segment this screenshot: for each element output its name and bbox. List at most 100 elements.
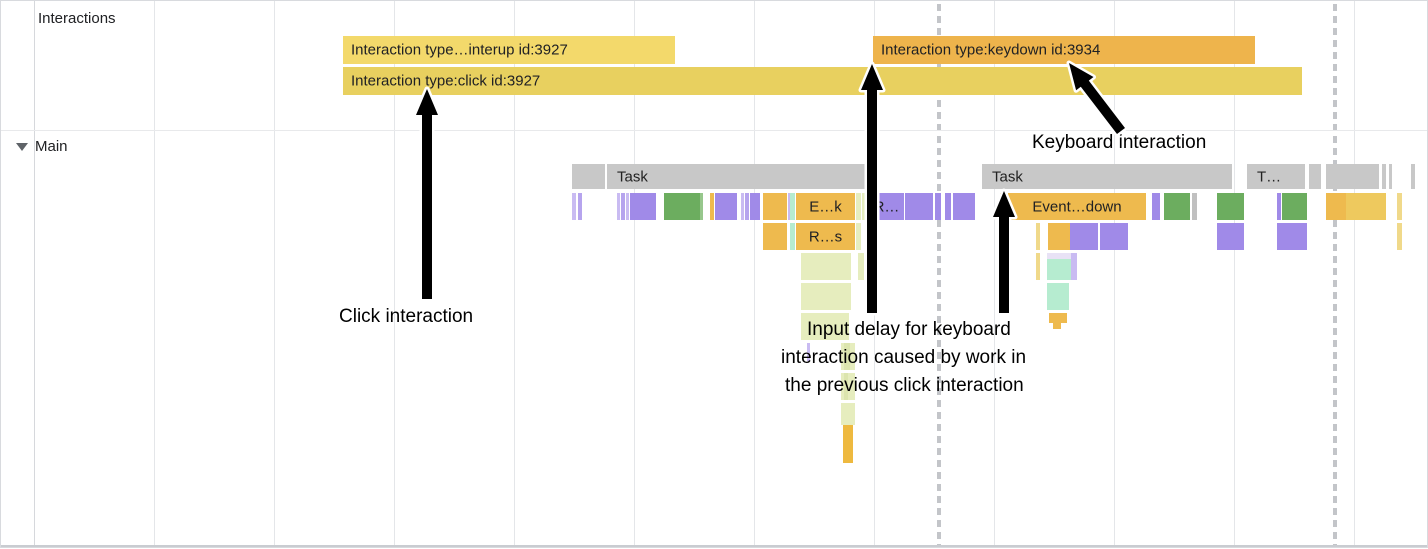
timeline-marker-dashed-line [1333,1,1337,547]
flame-chart-block[interactable] [750,193,760,220]
input-delay-annotation-line3: the previous click interaction [785,375,1024,396]
flame-chart-block[interactable] [572,193,576,220]
flame-chart-block[interactable] [1326,193,1346,220]
flame-chart-block[interactable] [1152,193,1160,220]
flame-chart-block[interactable] [807,343,810,361]
event-block-label: E…k [809,198,842,215]
flame-chart-block[interactable] [710,193,714,220]
flame-chart-block[interactable] [844,373,848,400]
flame-chart-block[interactable] [621,193,625,220]
interaction-bar-label: Interaction type…interup id:3927 [351,41,568,59]
flame-chart-block[interactable] [1053,313,1061,329]
event-block-label: R… [873,198,900,215]
task-bar[interactable] [1389,164,1392,189]
flame-chart-block[interactable] [1397,193,1402,220]
task-bar[interactable]: T… [1247,164,1305,189]
flame-chart-block[interactable] [715,193,737,220]
flame-chart-block[interactable] [1397,223,1402,250]
flame-chart-block[interactable] [763,223,787,250]
flame-chart-block[interactable] [935,193,941,220]
input-delay-annotation-line1: Input delay for keyboard [807,319,1011,340]
flame-chart-block[interactable] [1036,223,1040,250]
flame-chart-block[interactable] [745,193,749,220]
interaction-bar-keydown[interactable]: Interaction type:keydown id:3934 [873,36,1255,64]
task-bar[interactable] [1382,164,1386,189]
flame-chart-block[interactable] [578,193,582,220]
task-bar[interactable] [572,164,605,189]
keyboard-interaction-annotation: Keyboard interaction [1032,132,1207,153]
task-bar[interactable]: Task [982,164,1232,189]
flame-chart-block[interactable] [801,313,849,340]
gridline [1114,1,1115,547]
event-block[interactable]: Event…down [1008,193,1146,220]
flame-chart-block[interactable] [945,193,951,220]
task-bar-label: T… [1257,168,1282,185]
flame-chart-block[interactable] [1071,253,1077,280]
flame-chart-block[interactable] [617,193,620,220]
interaction-bar-pointerup[interactable]: Interaction type…interup id:3927 [343,36,675,64]
flame-chart-block[interactable] [1217,223,1244,250]
flame-chart-block[interactable] [790,193,795,220]
timeline-marker-dashed-line [937,1,941,547]
flame-chart-block[interactable] [630,193,656,220]
track-header-interactions[interactable]: Interactions [38,10,116,27]
flame-chart-block[interactable] [1070,223,1098,250]
interaction-bar-click[interactable]: Interaction type:click id:3927 [343,67,1302,95]
flame-chart-block[interactable] [1048,223,1070,250]
flame-chart-block[interactable] [1192,193,1197,220]
flame-chart-block[interactable] [1217,193,1244,220]
triangle-down-icon[interactable] [16,143,28,151]
gridline [274,1,275,547]
flame-chart-block[interactable] [858,253,864,280]
flame-chart-block[interactable] [905,193,933,220]
task-bar[interactable] [1411,164,1415,189]
track-divider [1,130,1427,131]
track-header-main[interactable]: Main [35,138,68,155]
flame-chart-block[interactable] [1100,223,1128,250]
flame-chart-block[interactable] [664,193,700,220]
event-block-label: Event…down [1032,198,1122,215]
input-delay-annotation-line2: interaction caused by work in [781,347,1027,368]
flame-chart-block[interactable] [790,223,795,250]
flame-chart-block[interactable] [1282,193,1307,220]
gridline [634,1,635,547]
event-block[interactable]: R… [869,193,904,220]
click-interaction-annotation: Click interaction [339,306,474,327]
flame-chart-block[interactable] [801,253,851,280]
task-bar[interactable]: Task [607,164,877,189]
event-block[interactable]: R…s [796,223,855,250]
flame-chart-block[interactable] [1000,193,1006,220]
flame-chart-block[interactable] [801,283,851,310]
flame-chart-block[interactable] [1277,223,1307,250]
task-bar-label: Task [992,168,1023,185]
flame-chart-block[interactable] [1000,223,1006,250]
panel-bottom-border [1,545,1427,547]
flame-chart-block[interactable] [856,223,861,250]
flame-chart-block[interactable] [626,193,629,220]
gridline [514,1,515,547]
gridline [1234,1,1235,547]
flame-chart-block[interactable] [843,425,853,463]
flame-chart-block[interactable] [1036,253,1040,280]
flame-chart-block[interactable] [700,193,703,220]
flame-chart-block[interactable] [856,193,861,220]
flame-chart-block[interactable] [1047,253,1071,259]
event-block[interactable]: E…k [796,193,855,220]
gridline [754,1,755,547]
flame-chart-block[interactable] [862,193,867,220]
flame-chart-block[interactable] [841,403,855,425]
flame-chart-block[interactable] [1047,283,1069,310]
task-bar[interactable] [1326,164,1379,189]
gridline [34,1,35,547]
flame-chart-block[interactable] [844,343,850,370]
task-bar[interactable] [1309,164,1321,189]
flame-chart-block[interactable] [1164,193,1190,220]
flame-chart-block[interactable] [1346,193,1386,220]
flame-chart-block[interactable] [741,193,744,220]
flame-chart-block[interactable] [953,193,975,220]
interaction-bar-label: Interaction type:keydown id:3934 [881,41,1101,59]
gridline [394,1,395,547]
flame-chart-block[interactable] [1277,193,1281,220]
flame-chart-block[interactable] [763,193,787,220]
